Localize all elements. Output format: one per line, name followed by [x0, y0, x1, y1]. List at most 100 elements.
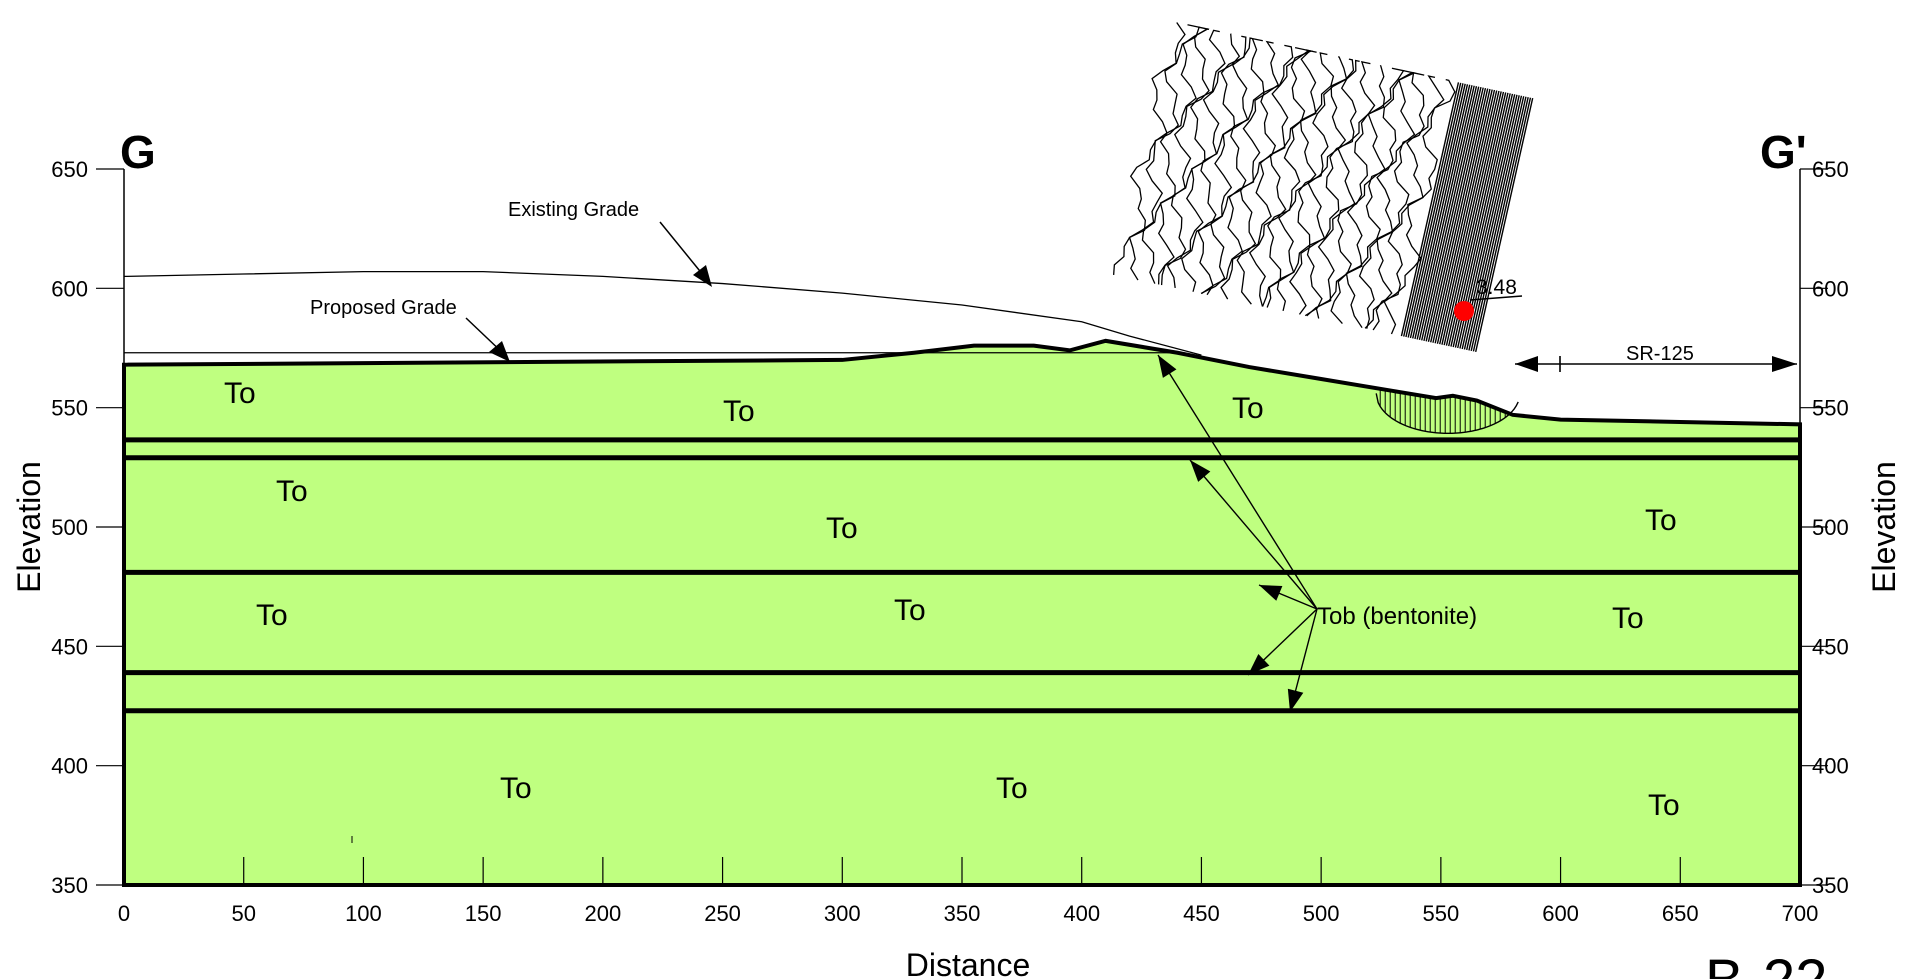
contour-line [1306, 60, 1376, 317]
unit-labels: To To To To To To To To To To To To [224, 377, 1680, 822]
x-tick-label: 500 [1303, 901, 1340, 926]
contour-lines [1112, 22, 1456, 335]
unit-label: To [276, 475, 308, 508]
steep-face-line [1416, 85, 1475, 340]
steep-face-line [1400, 82, 1460, 337]
y-tick-label-right: 400 [1812, 754, 1849, 779]
road-label: SR-125 [1626, 343, 1694, 365]
x-tick-label: 0 [118, 901, 130, 926]
sheet-number: B-22 [1705, 948, 1828, 979]
y-tick-label-right: 650 [1812, 157, 1849, 182]
contour-line [1345, 69, 1417, 329]
x-tick-label: 700 [1782, 901, 1819, 926]
unit-label: To [224, 377, 256, 410]
section-start-label: G [120, 126, 156, 178]
steep-face-line [1439, 90, 1498, 345]
unit-label: To [826, 512, 858, 545]
unit-label: To [1648, 789, 1680, 822]
contour-line [1315, 65, 1386, 319]
steep-face-line [1466, 96, 1525, 351]
section-end-label: G' [1760, 126, 1807, 178]
y-tick-label-left: 550 [51, 396, 88, 421]
steep-face-line [1409, 84, 1469, 339]
formation-fill [122, 338, 1802, 887]
contour-line [1197, 37, 1253, 295]
existing-grade-arrowhead [693, 265, 712, 287]
stability-inset-map [1110, 20, 1547, 356]
steep-face-line [1418, 86, 1478, 341]
contour-line [1141, 26, 1210, 284]
bentonite-leader [1157, 354, 1318, 610]
y-axis-title-right: Elevation [1866, 461, 1902, 593]
unit-label: To [996, 772, 1028, 805]
bentonite-arrowhead [1158, 355, 1177, 378]
unit-label: To [723, 395, 755, 428]
steep-face-line [1403, 82, 1462, 337]
road-arrow-head-left [1515, 356, 1538, 372]
contour-line [1128, 24, 1200, 281]
unit-label: To [894, 594, 926, 627]
steep-face-line [1463, 95, 1523, 350]
contour-line [1236, 47, 1311, 305]
y-tick-label-left: 600 [51, 276, 88, 301]
contour-line [1358, 71, 1416, 329]
x-tick-label: 350 [944, 901, 981, 926]
steep-face-line [1427, 87, 1487, 342]
x-tick-label: 50 [231, 901, 255, 926]
steep-slope-hatching [1400, 82, 1534, 353]
unit-label: To [1232, 392, 1264, 425]
steep-face-line [1421, 86, 1480, 341]
x-tick-label: 450 [1183, 901, 1220, 926]
x-tick-label: 650 [1662, 901, 1699, 926]
unit-label: To [500, 772, 532, 805]
bentonite-arrowhead [1190, 460, 1211, 482]
factor-of-safety-leader [1469, 295, 1523, 301]
bentonite-arrowhead [1259, 585, 1283, 601]
steep-face-line [1443, 91, 1502, 346]
bentonite-leader [1189, 459, 1318, 610]
y-tick-label-left: 350 [51, 873, 88, 898]
contour-line [1364, 72, 1425, 329]
steep-face-line [1472, 97, 1532, 352]
formation-body [122, 338, 1802, 887]
bentonite-label: Tob (bentonite) [1317, 603, 1477, 630]
steep-face-line [1412, 84, 1471, 339]
steep-face-line [1434, 89, 1493, 344]
steep-face-line [1405, 83, 1464, 338]
steep-face-line [1436, 89, 1496, 344]
road-reference: SR-125 [1515, 343, 1797, 372]
unit-label: To [1612, 602, 1644, 635]
bentonite-arrowhead [1287, 688, 1304, 712]
y-tick-label-right: 550 [1812, 396, 1849, 421]
existing-grade-line [123, 270, 1202, 356]
x-tick-label: 100 [345, 901, 382, 926]
contour-line [1200, 37, 1265, 295]
contour-line [1160, 29, 1226, 286]
x-axis-title: Distance [906, 947, 1031, 979]
unit-label: To [1645, 504, 1677, 537]
contour-line [1383, 79, 1456, 335]
bentonite-arrowhead [1248, 654, 1270, 675]
steep-face-line [1432, 88, 1491, 343]
x-tick-label: 250 [704, 901, 741, 926]
y-axis-title-left: Elevation [11, 461, 47, 593]
steep-face-line [1425, 87, 1484, 342]
contour-line [1289, 58, 1355, 315]
factor-of-safety-value: 3.48 [1476, 276, 1517, 299]
steep-face-line [1470, 97, 1529, 352]
x-tick-label: 300 [824, 901, 861, 926]
contour-line [1220, 44, 1294, 300]
y-tick-label-right: 500 [1812, 515, 1849, 540]
y-tick-label-left: 500 [51, 515, 88, 540]
slip-surface-hatch [1375, 388, 1519, 435]
existing-grade-callout: Existing Grade [508, 199, 712, 287]
contour-line [1248, 49, 1314, 307]
contour-line [1330, 67, 1405, 324]
x-tick-label: 600 [1542, 901, 1579, 926]
existing-grade-label: Existing Grade [508, 199, 639, 221]
steep-face-line [1423, 87, 1482, 342]
contour-line [1206, 40, 1280, 296]
contour-line [1304, 59, 1360, 317]
